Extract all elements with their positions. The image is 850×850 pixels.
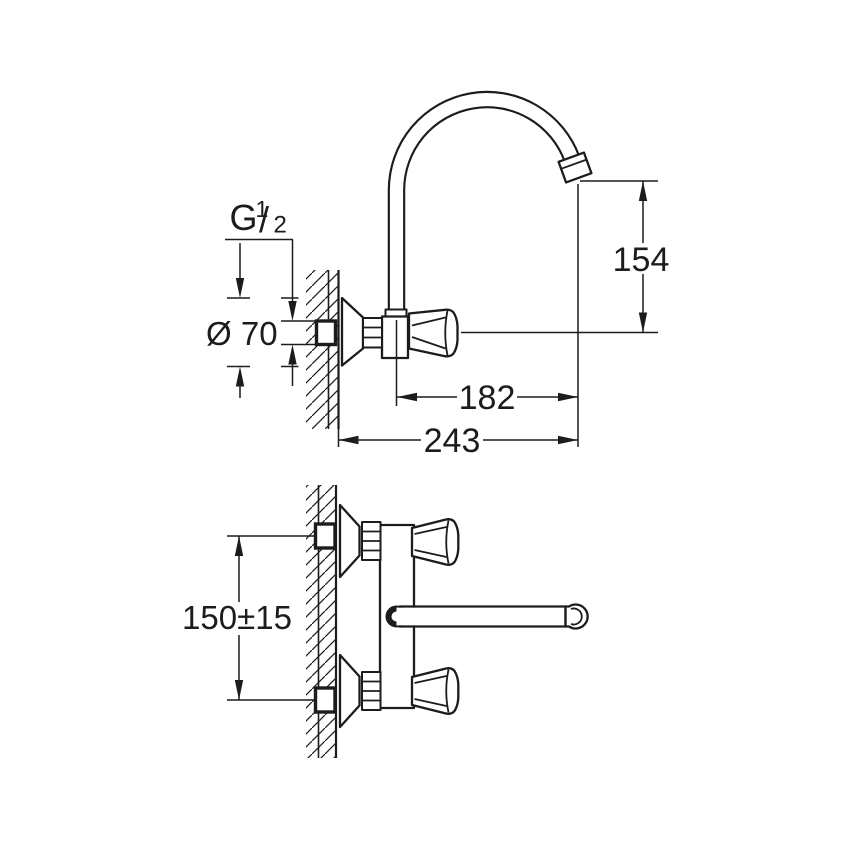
escutcheon-diameter-label: Ø 70 [206, 315, 278, 352]
handle-knob-cold [410, 667, 460, 715]
valve-body [380, 315, 410, 360]
thread-size-label: G 1 / 2 [230, 196, 287, 240]
mounting-nut-hot [361, 521, 382, 561]
side-view [306, 90, 593, 429]
mounting-nut [362, 317, 383, 349]
overall-projection-label: 243 [424, 422, 481, 460]
spout-tube-fill [396, 607, 566, 626]
inlet-connection-cold [313, 686, 337, 714]
gooseneck-spout-fill [389, 92, 579, 350]
inlet-connection-hot [313, 522, 337, 550]
plan-view-dimensions: 150±15 [182, 535, 316, 701]
inlet-connection [314, 319, 338, 347]
inlet-spacing-label: 150±15 [182, 599, 292, 636]
spout-height-label: 154 [613, 241, 670, 279]
thread-arrow-bottom [288, 344, 297, 365]
spout-end-cap [564, 603, 589, 630]
thread-prefix-text: G [230, 197, 258, 238]
mounting-nut-cold [361, 671, 382, 711]
thread-denominator-text: 2 [274, 212, 287, 239]
thread-numerator-text: 1 [256, 196, 269, 222]
handle-knob [407, 308, 459, 358]
diameter-arrow-top [235, 278, 245, 298]
wall-hatching [306, 270, 339, 429]
side-view-dimensions: G 1 / 2 Ø 70 154 182 243 [206, 180, 673, 460]
escutcheon-cold [338, 653, 361, 729]
escutcheon [340, 296, 365, 367]
thread-slash-text: / [259, 199, 269, 240]
spout-reach-label: 182 [459, 379, 516, 417]
handle-knob-hot [410, 518, 460, 566]
diameter-arrow-bottom [235, 366, 245, 387]
thread-arrow-top [288, 301, 297, 321]
escutcheon-hot [338, 503, 361, 579]
spout-outlet-cap [557, 151, 593, 184]
plan-view [306, 485, 589, 758]
